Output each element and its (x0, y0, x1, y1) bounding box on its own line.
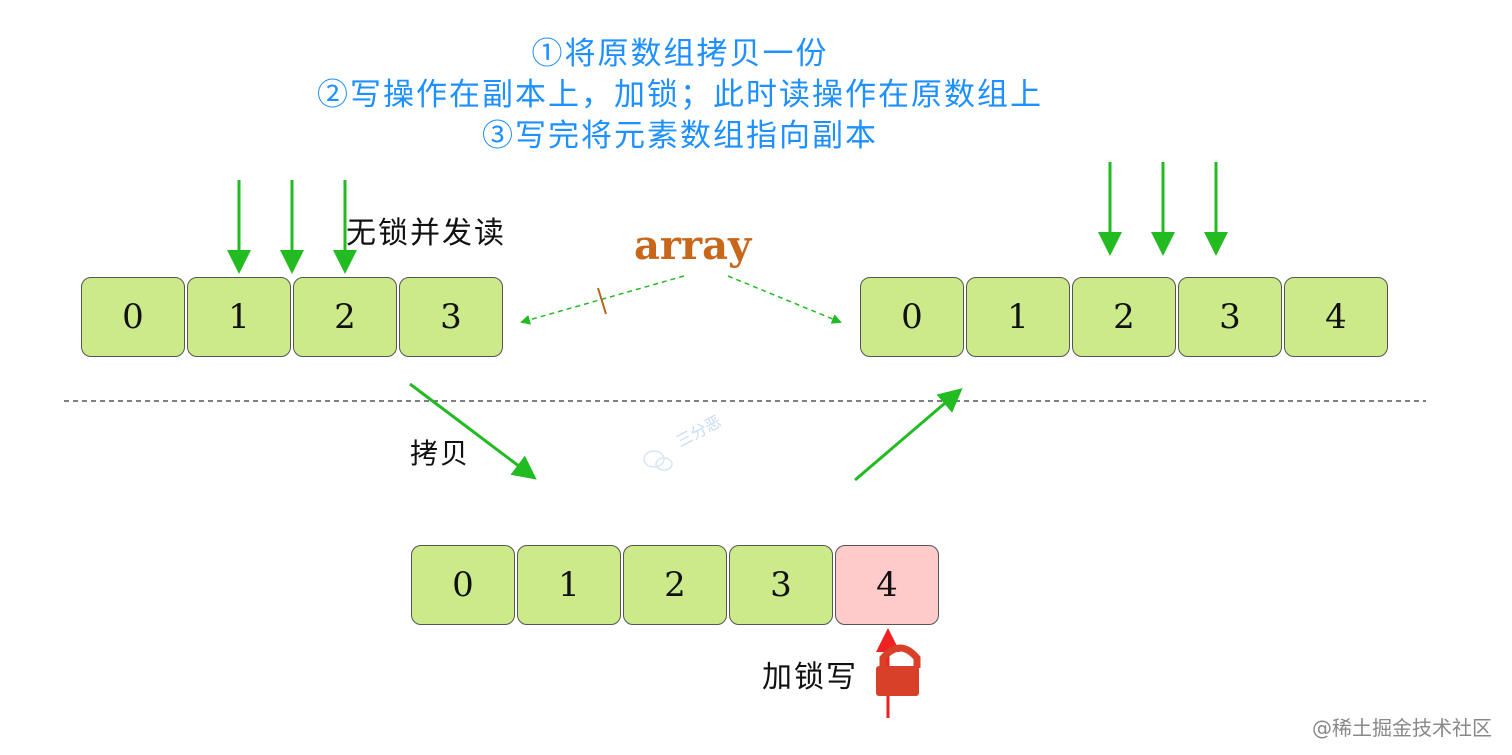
pointer-break-mark (597, 287, 607, 315)
switch-arrow (854, 388, 963, 482)
copy-arrow (409, 382, 537, 480)
original-cell-1: 1 (187, 277, 291, 357)
lock-icon (876, 644, 921, 696)
title-block: ①将原数组拷贝一份 ②写操作在副本上，加锁；此时读操作在原数组上 ③写完将元素数… (0, 34, 1360, 157)
title-line-3: ③写完将元素数组指向副本 (482, 118, 878, 154)
new-cell-0: 0 (860, 277, 964, 357)
old-pointer-arrow (520, 275, 685, 325)
copy-cell-4: 4 (835, 545, 939, 625)
title-line-1: ①将原数组拷贝一份 (531, 36, 829, 72)
new-cell-3: 3 (1178, 277, 1282, 357)
copy-cell-1: 1 (517, 545, 621, 625)
original-cell-3: 3 (399, 277, 503, 357)
copy-cell-0: 0 (411, 545, 515, 625)
footer-credit: @稀土掘金技术社区 (1312, 716, 1492, 740)
title-line-2: ②写操作在副本上，加锁；此时读操作在原数组上 (317, 77, 1043, 113)
copy-cell-2: 2 (623, 545, 727, 625)
copy-label: 拷贝 (410, 437, 471, 470)
watermark-icon (643, 450, 673, 471)
locked-write-label: 加锁写 (762, 660, 858, 695)
copy-cell-3: 3 (729, 545, 833, 625)
new-cell-2: 2 (1072, 277, 1176, 357)
original-cell-2: 2 (293, 277, 397, 357)
array-label: array (634, 222, 752, 269)
new-cell-1: 1 (966, 277, 1070, 357)
lock-free-read-label: 无锁并发读 (346, 216, 506, 251)
original-cell-0: 0 (81, 277, 185, 357)
new-cell-4: 4 (1284, 277, 1388, 357)
new-pointer-arrow (727, 275, 842, 324)
